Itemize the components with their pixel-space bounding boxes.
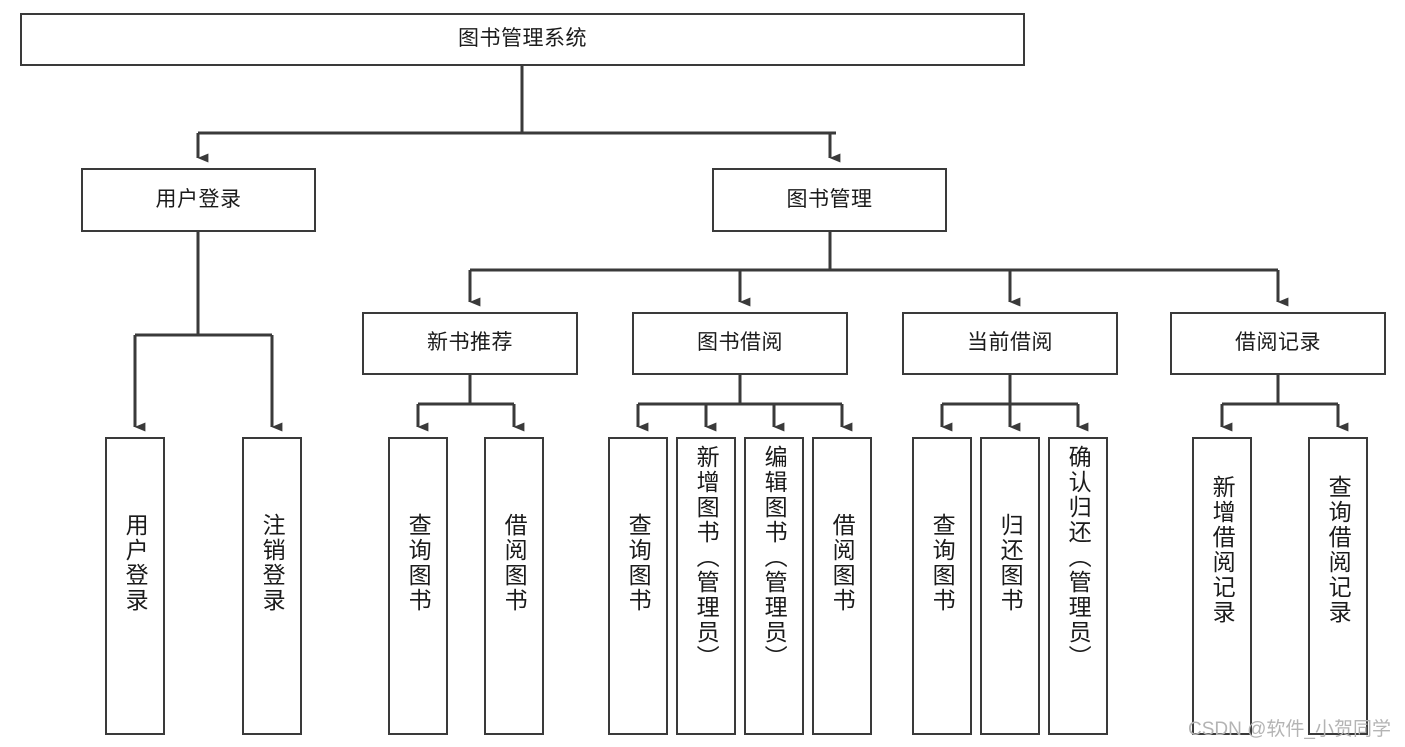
node-label: 归还图书 xyxy=(997,513,1024,613)
leaf-user-login[interactable]: 用户登录 xyxy=(105,437,165,735)
node-label: 查询图书 xyxy=(929,513,956,613)
leaf-edit-book-admin[interactable]: 编辑图书（管理员） xyxy=(744,437,804,735)
leaf-confirm-return-admin[interactable]: 确认归还（管理员） xyxy=(1048,437,1108,735)
leaf-query-book-borrow[interactable]: 查询图书 xyxy=(608,437,668,735)
leaf-add-borrow-record[interactable]: 新增借阅记录 xyxy=(1192,437,1252,735)
leaf-return-book[interactable]: 归还图书 xyxy=(980,437,1040,735)
node-label: 确认归还（管理员） xyxy=(1065,445,1092,670)
node-label: 图书借阅 xyxy=(697,331,783,355)
leaf-query-book-new[interactable]: 查询图书 xyxy=(388,437,448,735)
leaf-logout-login[interactable]: 注销登录 xyxy=(242,437,302,735)
node-user-login[interactable]: 用户登录 xyxy=(81,168,316,232)
node-borrow-record[interactable]: 借阅记录 xyxy=(1170,312,1386,375)
node-label: 查询图书 xyxy=(625,513,652,613)
node-book-management[interactable]: 图书管理 xyxy=(712,168,947,232)
node-label: 查询借阅记录 xyxy=(1325,475,1352,625)
node-label: 新增图书（管理员） xyxy=(693,445,720,670)
node-label: 新增借阅记录 xyxy=(1209,475,1236,625)
node-label: 用户登录 xyxy=(122,513,149,613)
node-book-borrow[interactable]: 图书借阅 xyxy=(632,312,848,375)
leaf-query-borrow-record[interactable]: 查询借阅记录 xyxy=(1308,437,1368,735)
node-book-management-system[interactable]: 图书管理系统 xyxy=(20,13,1025,66)
leaf-borrow-book-borrow[interactable]: 借阅图书 xyxy=(812,437,872,735)
node-label: 借阅记录 xyxy=(1235,331,1321,355)
leaf-query-book-current[interactable]: 查询图书 xyxy=(912,437,972,735)
node-label: 图书管理 xyxy=(786,187,873,211)
node-label: 借阅图书 xyxy=(501,513,528,613)
node-label: 用户登录 xyxy=(155,187,242,211)
node-label: 查询图书 xyxy=(405,513,432,613)
node-label: 借阅图书 xyxy=(829,513,856,613)
node-label: 新书推荐 xyxy=(427,331,513,355)
node-label: 注销登录 xyxy=(259,513,286,613)
node-label: 编辑图书（管理员） xyxy=(761,445,788,670)
node-label: 图书管理系统 xyxy=(458,27,587,51)
node-label: 当前借阅 xyxy=(967,331,1053,355)
node-current-borrow[interactable]: 当前借阅 xyxy=(902,312,1118,375)
csdn-watermark: CSDN @软件_小贺同学 xyxy=(1188,719,1391,740)
node-new-book-recommend[interactable]: 新书推荐 xyxy=(362,312,578,375)
leaf-add-book-admin[interactable]: 新增图书（管理员） xyxy=(676,437,736,735)
leaf-borrow-book-new[interactable]: 借阅图书 xyxy=(484,437,544,735)
